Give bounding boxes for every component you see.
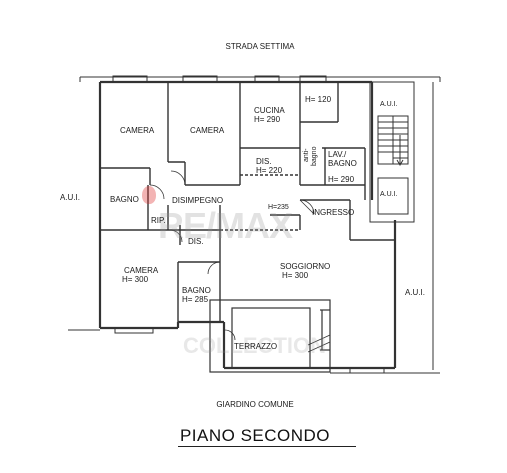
room-camera-3-height: H= 300 [122,275,149,284]
remax-watermark-small: COLLECTION [183,333,326,358]
room-bagno-top: BAGNO [328,159,357,168]
remax-watermark: RE/MAX [158,205,293,246]
room-camera-1: CAMERA [120,126,155,135]
garden-label: GIARDINO COMUNE [216,400,294,409]
stairwell [369,81,415,223]
room-dis-1: DIS. [256,157,272,166]
room-camera-3: CAMERA [124,266,159,275]
room-cucina-height: H= 290 [254,115,281,124]
terrace [209,299,331,373]
room-camera-2: CAMERA [190,126,225,135]
street-label: STRADA SETTIMA [225,42,295,51]
floor-title: PIANO SECONDO [179,426,331,445]
room-bagno-left: BAGNO [110,195,139,204]
aui-right-label: A.U.I. [405,288,426,297]
room-rip: RIP. [151,216,166,225]
height-235: H=235 [268,204,289,211]
room-bagno-bottom-height: H= 285 [182,295,209,304]
balloon-logo-icon [142,186,156,204]
room-antibagno: bagno [311,146,318,166]
room-bagno-top-height: H= 290 [328,175,355,184]
room-dis-1-height: H= 220 [256,166,283,175]
room-terrazzo: TERRAZZO [234,342,278,351]
room-ingresso: INGRESSO [312,208,355,217]
room-disimpegno: DISIMPEGNO [172,196,224,205]
room-bagno-bottom: BAGNO [182,286,211,295]
height-120: H= 120 [305,95,332,104]
room-dis-2: DIS. [188,237,204,246]
floor-title-underline [178,446,356,447]
aui-stair-bottom-label: A.U.I. [380,191,398,198]
room-lav: LAV./ [328,150,347,159]
room-soggiorno: SOGGIORNO [280,262,331,271]
aui-left-label: A.U.I. [60,193,81,202]
room-cucina: CUCINA [254,106,285,115]
room-soggiorno-height: H= 300 [282,271,309,280]
aui-stair-top-label: A.U.I. [380,101,398,108]
room-anti: anti- [303,148,310,162]
